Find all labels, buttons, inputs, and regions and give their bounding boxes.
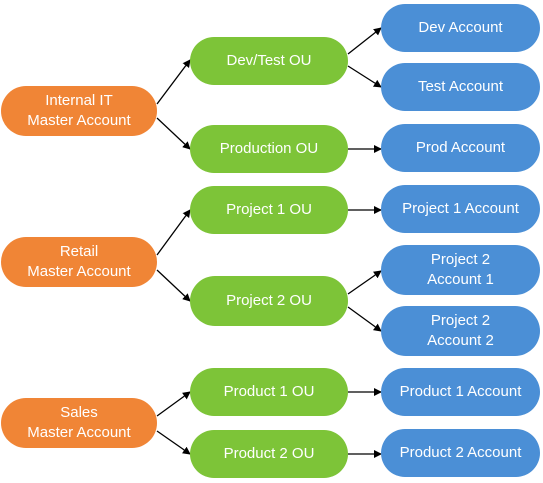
test-account-node: Test Account	[381, 63, 540, 111]
production-ou-node: Production OU	[190, 125, 348, 173]
dev-account-node: Dev Account	[381, 4, 540, 52]
connector-retail-proj1	[156, 209, 191, 256]
connector-devtest-dev	[347, 27, 382, 55]
product-2-ou-node: Product 2 OU	[190, 430, 348, 478]
project-1-account-node: Project 1 Account	[381, 185, 540, 233]
sales-master-node: Sales Master Account	[1, 398, 157, 448]
project-1-ou-node: Project 1 OU	[190, 186, 348, 234]
product-2-account-node: Product 2 Account	[381, 429, 540, 477]
connector-proj2-acc2	[347, 306, 382, 332]
internal-it-master-node: Internal IT Master Account	[1, 86, 157, 136]
connector-retail-proj2	[156, 269, 191, 302]
connector-sales-prod2	[156, 430, 191, 455]
product-1-ou-node: Product 1 OU	[190, 368, 348, 416]
connector-devtest-test	[347, 65, 382, 88]
project-2-ou-node: Project 2 OU	[190, 276, 348, 326]
connector-proj2-acc1	[347, 270, 382, 295]
project-2-account-2-node: Project 2 Account 2	[381, 306, 540, 356]
product-1-account-node: Product 1 Account	[381, 368, 540, 416]
prod-account-node: Prod Account	[381, 124, 540, 172]
project-2-account-1-node: Project 2 Account 1	[381, 245, 540, 295]
dev-test-ou-node: Dev/Test OU	[190, 37, 348, 85]
connector-it-devtest	[156, 59, 191, 105]
connector-it-production	[156, 117, 191, 150]
retail-master-node: Retail Master Account	[1, 237, 157, 287]
connector-sales-prod1	[156, 391, 191, 417]
